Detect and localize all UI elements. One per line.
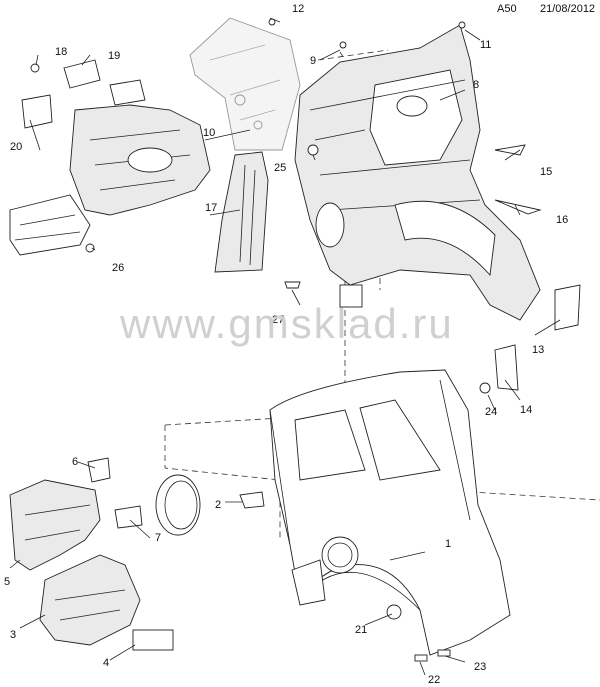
callout-22: 22 bbox=[428, 674, 440, 686]
callout-13: 13 bbox=[532, 344, 544, 356]
clip-part-22 bbox=[414, 654, 428, 662]
fuel-filler-door-part-2 bbox=[155, 474, 265, 536]
bracket-part-16 bbox=[494, 199, 542, 215]
inner-quarter-panel-part-8 bbox=[294, 24, 541, 321]
callout-7: 7 bbox=[155, 532, 161, 544]
vent-grille-part-4 bbox=[132, 629, 174, 651]
panel-part-13 bbox=[554, 284, 581, 331]
callout-27: 27 bbox=[272, 314, 284, 326]
plug-part-21 bbox=[386, 604, 402, 620]
callout-2: 2 bbox=[215, 499, 221, 511]
nut-part-24 bbox=[479, 382, 491, 394]
clip-part-11 bbox=[458, 21, 466, 29]
bracket-part-7 bbox=[114, 505, 143, 529]
bracket-part-15 bbox=[494, 144, 526, 156]
pillar-part-17 bbox=[214, 151, 269, 273]
upper-panel-part-12 bbox=[189, 17, 301, 151]
callout-6: 6 bbox=[72, 456, 78, 468]
callout-24: 24 bbox=[485, 406, 497, 418]
plug-part-25 bbox=[307, 144, 319, 156]
callout-21: 21 bbox=[355, 624, 367, 636]
callout-17: 17 bbox=[205, 202, 217, 214]
bolt-part-27 bbox=[284, 281, 301, 289]
callout-23: 23 bbox=[474, 661, 486, 673]
callout-9: 9 bbox=[310, 55, 316, 67]
callout-16: 16 bbox=[556, 214, 568, 226]
panel-part-3 bbox=[39, 554, 141, 646]
brackets-18-19-20 bbox=[21, 59, 146, 129]
bracket-part-6 bbox=[87, 457, 111, 483]
clip-part-23 bbox=[437, 649, 451, 657]
clip-part-9 bbox=[339, 41, 347, 49]
diagram-date: 21/08/2012 bbox=[540, 3, 596, 15]
callout-20: 20 bbox=[10, 141, 22, 153]
diagram-code: A50 bbox=[497, 3, 517, 15]
inner-wheelhouse-part-10 bbox=[9, 104, 211, 256]
callout-1: 1 bbox=[445, 538, 451, 550]
callout-10: 10 bbox=[203, 127, 215, 139]
clip-part-26 bbox=[85, 243, 95, 253]
assembly-outline bbox=[164, 270, 600, 540]
callout-5: 5 bbox=[4, 576, 10, 588]
callout-3: 3 bbox=[10, 629, 16, 641]
callout-26: 26 bbox=[112, 262, 124, 274]
callout-11: 11 bbox=[480, 39, 491, 51]
callout-14: 14 bbox=[520, 404, 532, 416]
bracket-part-14 bbox=[494, 344, 519, 391]
callout-25: 25 bbox=[274, 162, 286, 174]
callout-19: 19 bbox=[108, 50, 120, 62]
outer-quarter-panel-part-1 bbox=[269, 369, 511, 656]
callout-8: 8 bbox=[473, 79, 479, 91]
leader-lines bbox=[9, 17, 561, 676]
callout-4: 4 bbox=[103, 657, 109, 669]
wheelhouse-liner-part-5 bbox=[9, 479, 101, 571]
callout-15: 15 bbox=[540, 166, 552, 178]
callout-labels: 1 2 3 4 5 6 7 8 9 10 11 12 13 14 15 16 1… bbox=[4, 3, 568, 686]
callout-18: 18 bbox=[55, 46, 67, 58]
callout-12: 12 bbox=[292, 3, 304, 15]
